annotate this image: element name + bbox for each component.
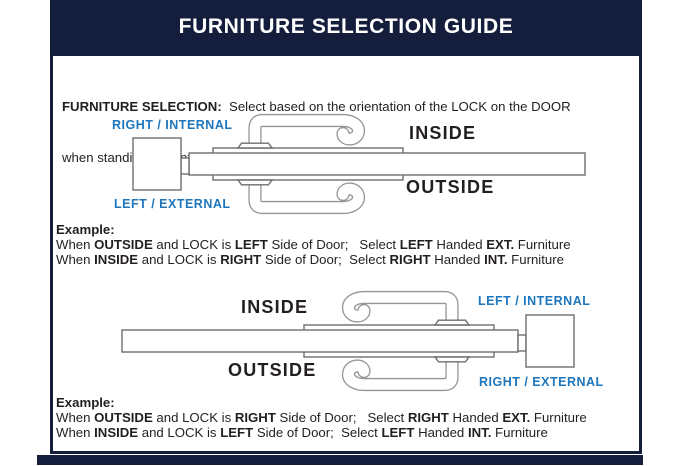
handing-label-left-external: LEFT / EXTERNAL xyxy=(114,197,231,211)
intro-lead: FURNITURE SELECTION: xyxy=(62,99,222,114)
intro-line-1: FURNITURE SELECTION: Select based on the… xyxy=(62,99,571,114)
handing-label-right-external: RIGHT / EXTERNAL xyxy=(479,375,604,389)
example-2-line-2: When INSIDE and LOCK is LEFT Side of Doo… xyxy=(56,425,548,441)
intro-line-2: when standing in front of it. xyxy=(62,150,220,165)
page-title: FURNITURE SELECTION GUIDE xyxy=(178,14,514,38)
outside-label-2: OUTSIDE xyxy=(228,360,317,380)
handing-label-left-internal: LEFT / INTERNAL xyxy=(478,294,591,308)
inside-label-1: INSIDE xyxy=(409,123,477,143)
example-2-line-1: When OUTSIDE and LOCK is RIGHT Side of D… xyxy=(56,410,587,426)
example-block-1: Example: When OUTSIDE and LOCK is LEFT S… xyxy=(56,222,571,268)
example-block-2: Example: When OUTSIDE and LOCK is RIGHT … xyxy=(56,395,587,441)
handing-label-right-internal: RIGHT / INTERNAL xyxy=(112,118,233,132)
footer-band xyxy=(37,455,643,465)
header-band: FURNITURE SELECTION GUIDE xyxy=(50,0,642,53)
example-1-line-1: When OUTSIDE and LOCK is LEFT Side of Do… xyxy=(56,237,571,253)
outside-label-1: OUTSIDE xyxy=(406,177,495,197)
example-1-line-2: When INSIDE and LOCK is RIGHT Side of Do… xyxy=(56,252,564,268)
inside-label-2: INSIDE xyxy=(241,297,309,317)
example-2-heading: Example: xyxy=(56,395,115,410)
example-1-heading: Example: xyxy=(56,222,115,237)
